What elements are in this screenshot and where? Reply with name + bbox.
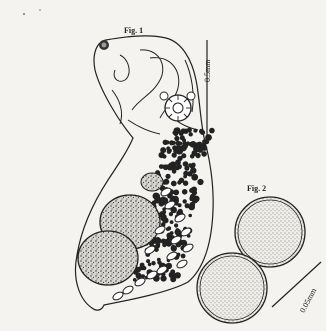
vitelline-dot <box>189 188 194 193</box>
vitelline-dot <box>162 243 166 247</box>
vitelline-dot <box>183 181 188 186</box>
vitelline-dot <box>148 263 152 267</box>
internal-loops <box>112 50 198 134</box>
egg-oval <box>134 276 147 287</box>
vitelline-dot <box>141 274 145 278</box>
vitelline-dot <box>171 181 177 187</box>
vitelline-dot <box>139 265 145 271</box>
vitelline-dot <box>209 128 215 134</box>
vitelline-dot <box>165 174 170 179</box>
vitelline-dot <box>190 163 196 169</box>
vitelline-dot <box>156 242 161 247</box>
vitelline-dot <box>173 148 179 154</box>
vitelline-dot <box>172 141 176 145</box>
egg-oval <box>122 284 135 295</box>
vitelline-dot <box>197 179 203 185</box>
vitelline-dot <box>182 189 188 195</box>
vitelline-dot <box>174 136 179 141</box>
vitelline-dot <box>189 132 193 136</box>
vitelline-dot <box>167 226 171 230</box>
vitelline-dot <box>174 223 178 227</box>
vitelline-dot <box>188 204 195 211</box>
vitelline-dot <box>188 214 192 218</box>
vitelline-dot <box>170 220 174 224</box>
vitelline-dot <box>205 134 212 141</box>
vitelline-dot <box>183 161 189 167</box>
vitelline-dot <box>160 147 166 153</box>
vitelline-dot <box>183 129 188 134</box>
fig1-label: Fig. 1 <box>124 26 143 35</box>
vitelline-dot <box>182 138 186 142</box>
vitelline-dot <box>165 140 169 144</box>
egg-oval <box>176 258 189 269</box>
vitelline-dot <box>156 237 160 241</box>
vitelline-dot <box>162 201 166 205</box>
vitelline-dot <box>183 171 188 176</box>
vitelline-dot <box>183 199 187 203</box>
egg-lower <box>197 253 267 323</box>
vitelline-dot <box>163 165 168 170</box>
egg-oval <box>174 212 187 223</box>
vitelline-dot <box>202 143 206 147</box>
vitelline-dot <box>174 132 178 136</box>
vitelline-dot <box>178 142 182 146</box>
ovary <box>141 173 163 191</box>
vitelline-dot <box>177 180 181 184</box>
vitelline-dot <box>181 153 186 158</box>
vitelline-dot <box>168 163 173 168</box>
vitelline-dot <box>174 273 178 277</box>
oral-sucker <box>99 40 109 50</box>
vitelline-dot <box>185 142 189 146</box>
vitelline-dot <box>205 140 209 144</box>
egg-oval <box>112 290 125 301</box>
ventral-sucker <box>160 92 195 121</box>
vitelline-dot <box>160 213 164 217</box>
scale-bar-fig2 <box>272 262 321 307</box>
vitelline-dot <box>146 259 150 263</box>
vitelline-dot <box>157 258 161 262</box>
vitelline-dot <box>170 231 174 235</box>
vitelline-dot <box>185 167 189 171</box>
vitelline-dot <box>175 229 182 236</box>
speck <box>23 9 41 15</box>
vitelline-dot <box>192 198 198 204</box>
vitelline-dot <box>193 129 197 133</box>
fig2-label: Fig. 2 <box>247 184 266 193</box>
vitelline-dot <box>181 254 186 259</box>
vitelline-dot <box>173 190 179 196</box>
vitelline-dot <box>191 174 198 181</box>
fig1-scale-label: 0.5mm <box>203 60 212 82</box>
vitelline-dot <box>178 203 182 207</box>
vitelline-dot <box>178 209 183 214</box>
vitelline-dot <box>201 131 205 135</box>
vitelline-dot <box>176 162 180 166</box>
vitelline-dot <box>166 146 170 150</box>
vitelline-dot <box>163 277 167 281</box>
vitelline-dot <box>162 154 166 158</box>
vitelline-dot <box>190 154 195 159</box>
testis-posterior <box>78 231 138 285</box>
vitelline-dot <box>151 261 155 265</box>
vitelline-dot <box>195 153 200 158</box>
